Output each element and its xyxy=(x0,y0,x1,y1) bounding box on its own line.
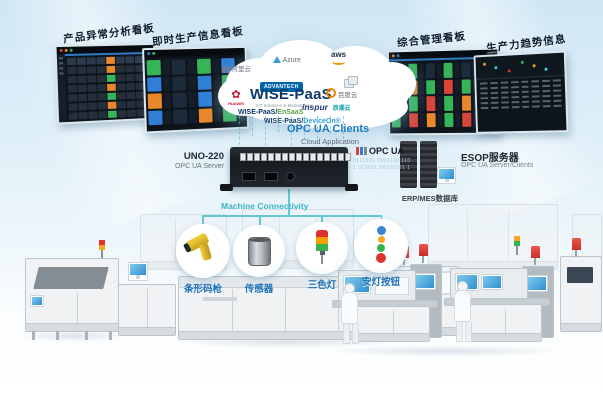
dashboard-screen-productivity xyxy=(473,50,569,134)
aws-smile-icon xyxy=(332,59,346,65)
tower-light-circle xyxy=(296,222,348,274)
ws2-cabinet xyxy=(468,304,542,342)
layers-icon xyxy=(344,76,358,88)
operator xyxy=(454,281,472,342)
machine-connectivity-label: Machine Connectivity xyxy=(221,201,309,211)
sensor-icon xyxy=(248,237,271,266)
machine-right-edge xyxy=(560,256,602,332)
tower-light-mini xyxy=(99,240,105,258)
ensaas-logo: WISE-PaaS/EnSaaS xyxy=(238,109,304,116)
mount-ear xyxy=(345,184,358,191)
deviceon-logo: WISE-PaaS/DeviceOn® xyxy=(264,118,341,125)
andon-buttons-icon xyxy=(354,225,408,264)
red-lamp xyxy=(572,238,581,257)
ws2-pillar-screen xyxy=(526,275,548,292)
cloud: Azure aws [-] 阿里云 ADVANTECH WISE-PaaS Io… xyxy=(218,36,418,132)
aws-logo: aws xyxy=(331,51,346,65)
operator-legs xyxy=(343,324,359,344)
wise-paas-subtitle: IoT Solutions & Marketplace xyxy=(256,103,313,108)
productivity-data-rows xyxy=(476,76,566,112)
gateway-name: UNO-220 xyxy=(183,151,224,162)
device-label-barcode: 条形码枪 xyxy=(183,284,222,295)
connector-line xyxy=(202,215,382,217)
opc-ua-icon xyxy=(356,147,367,155)
alicloud-icon: [-] xyxy=(223,66,230,73)
ws1-board xyxy=(375,277,409,295)
connector-line xyxy=(202,215,204,225)
operator-body xyxy=(454,290,471,322)
gateway-role: OPC UA Server xyxy=(174,163,224,170)
opc-ua-clients-title: OPC UA Clients xyxy=(287,123,370,135)
wise-paas-logo: WISE-PaaS xyxy=(250,86,332,103)
productivity-chart-strip xyxy=(475,52,565,80)
barcode-scanner-circle xyxy=(176,224,230,278)
esop-name: ESOP服务器 xyxy=(461,153,519,164)
baidu-cloud-icon xyxy=(326,88,336,98)
uno-220-device xyxy=(220,147,358,191)
mount-ear xyxy=(220,184,233,191)
connector-line xyxy=(288,189,290,215)
background-machine xyxy=(428,204,558,270)
server-rack-icon xyxy=(400,141,417,188)
red-lamp xyxy=(419,244,428,263)
tower-light-icon xyxy=(296,230,348,264)
operator xyxy=(341,283,359,344)
device-label-sensor: 传感器 xyxy=(244,284,274,295)
data-stream-lines xyxy=(239,114,357,162)
ws1-pillar-screen xyxy=(414,273,436,290)
esop-server-graphic xyxy=(400,141,460,197)
azure-logo: Azure xyxy=(273,56,301,64)
esop-role: OPC UA Server/Clients xyxy=(461,162,534,169)
huawei-flower-icon: ✿ xyxy=(231,89,241,101)
machine-shadow xyxy=(325,345,565,357)
device-label-andon: 安灯按钮 xyxy=(361,277,400,288)
machine-tray xyxy=(203,297,237,301)
tower-light-mini xyxy=(514,236,520,255)
terminal-block xyxy=(240,153,351,161)
opc-ua-logo: OPC UA xyxy=(356,146,404,156)
client-monitor-icon xyxy=(437,167,456,184)
connector-line xyxy=(321,215,323,224)
machine-dark-screen xyxy=(567,267,593,283)
machine-panel xyxy=(33,267,109,289)
inspur-logo: inspur 浪潮云 xyxy=(302,102,351,112)
alicloud-logo: [-] 阿里云 xyxy=(223,66,251,73)
machine-shadow xyxy=(18,330,128,342)
server-rack-icon xyxy=(420,141,437,188)
connector-line xyxy=(259,215,261,225)
ws2-screen-2 xyxy=(481,274,503,290)
azure-icon xyxy=(273,56,281,63)
device-ports xyxy=(242,172,295,181)
ws1-cabinet xyxy=(356,306,430,342)
advantech-logo: ADVANTECH xyxy=(260,76,303,92)
andon-buttons-circle xyxy=(354,219,408,273)
machine-smt-printer xyxy=(25,258,119,340)
huawei-logo: ✿HUAWEI xyxy=(228,89,244,106)
barcode-scanner-icon xyxy=(183,232,217,265)
device-label-towerlight: 三色灯 xyxy=(307,280,337,291)
baidu-cloud-logo: 百度云 xyxy=(326,88,357,100)
operator-body xyxy=(341,292,358,324)
machine-screen xyxy=(30,295,44,307)
erp-mes-label: ERP/MES数据库 xyxy=(401,194,459,203)
sensor-circle xyxy=(233,225,285,277)
machine-station xyxy=(118,284,176,336)
machine-monitor xyxy=(128,262,148,281)
operator-legs xyxy=(456,322,472,342)
cloud-application-subtitle: Cloud Application xyxy=(301,137,359,146)
red-lamp xyxy=(531,246,540,265)
